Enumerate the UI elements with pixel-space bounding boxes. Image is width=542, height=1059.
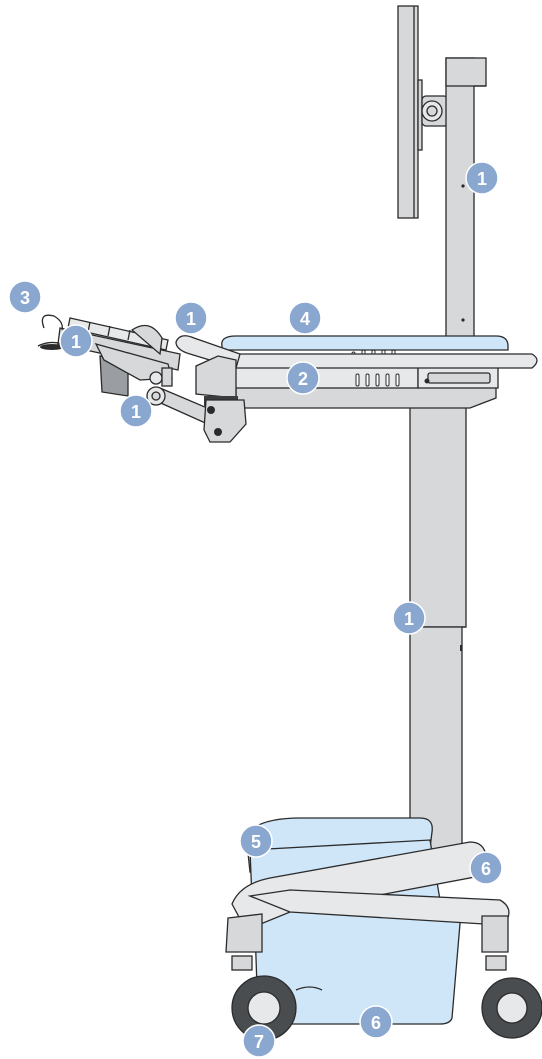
callout-handle: 1 (174, 301, 208, 335)
callout-badge (174, 301, 208, 335)
callout-number: 7 (254, 1032, 264, 1052)
callout-number: 1 (477, 169, 487, 189)
callout-number: 5 (251, 832, 261, 852)
callout-layer: 1 1 1 1 1 2 3 4 5 6 6 7 (8, 161, 503, 1058)
callout-badge (239, 824, 273, 858)
callout-keyboard-tray: 1 (59, 324, 93, 358)
callout-number: 2 (298, 369, 308, 389)
callout-badge (465, 161, 499, 195)
callout-number: 1 (71, 332, 81, 352)
callout-number: 6 (371, 1013, 381, 1033)
base-legs (225, 841, 510, 971)
callout-number: 1 (131, 402, 141, 422)
callout-drawer: 2 (286, 361, 320, 395)
callout-badge (359, 1005, 393, 1039)
callout-badge (288, 301, 322, 335)
work-surface (221, 335, 509, 351)
callout-base-cover: 5 (239, 824, 273, 858)
callout-work-surface: 4 (288, 301, 322, 335)
callout-caster: 7 (242, 1024, 276, 1058)
casters (231, 975, 542, 1041)
callout-badge (59, 324, 93, 358)
callout-number: 1 (186, 309, 196, 329)
monitor-mount (417, 79, 449, 151)
callout-number: 4 (300, 309, 310, 329)
main-column (409, 404, 467, 853)
callout-mouse-holder: 3 (8, 280, 42, 314)
callout-base-leg: 6 (469, 851, 503, 885)
surface-bracket (195, 355, 238, 406)
callout-badge (469, 851, 503, 885)
callout-keyboard-arm: 1 (119, 394, 153, 428)
callout-column: 1 (392, 601, 426, 635)
monitor (397, 5, 419, 219)
callout-number: 1 (404, 609, 414, 629)
callout-base-bin: 6 (359, 1005, 393, 1039)
callout-badge (119, 394, 153, 428)
callout-badge (242, 1024, 276, 1058)
callout-badge (8, 280, 42, 314)
callout-monitor-post: 1 (465, 161, 499, 195)
callout-number: 3 (20, 288, 30, 308)
callout-number: 6 (481, 859, 491, 879)
monitor-post (445, 57, 487, 341)
callout-badge (286, 361, 320, 395)
callout-badge (392, 601, 426, 635)
